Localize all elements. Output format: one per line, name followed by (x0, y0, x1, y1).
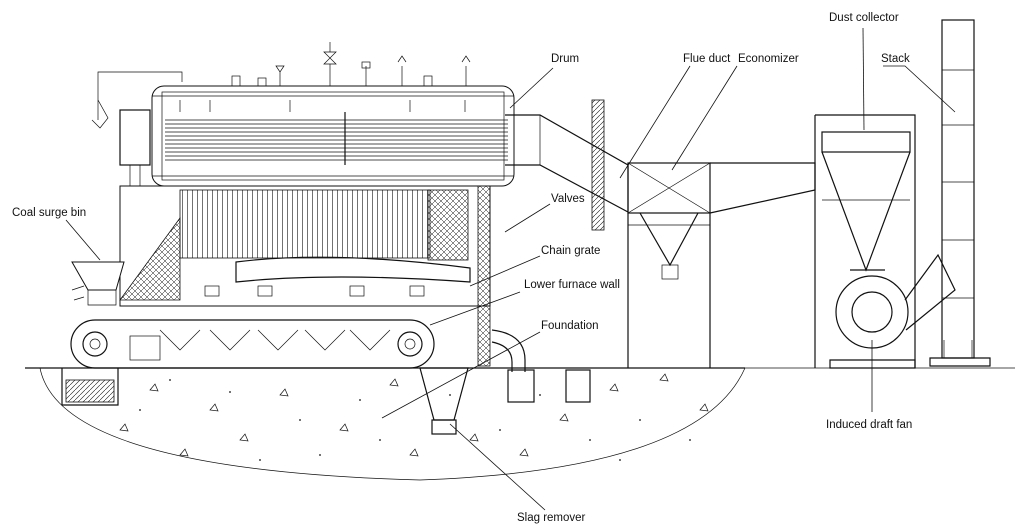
foundation-blocks (491, 329, 591, 403)
furnace (119, 185, 491, 367)
front-pit (61, 368, 119, 406)
label-foundation: Foundation (541, 320, 599, 332)
label-flue-duct: Flue duct (683, 53, 731, 65)
label-chain-grate: Chain grate (541, 245, 600, 257)
economizer-unit (627, 162, 816, 368)
label-induced-draft-fan: Induced draft fan (826, 419, 912, 431)
chain-grate (70, 319, 435, 369)
label-lower-furnace-wall: Lower furnace wall (524, 279, 620, 291)
slag-remover (419, 367, 469, 435)
boiler-drum (151, 42, 515, 187)
induced-draft-fan-unit (829, 253, 956, 369)
labels: Drum Flue duct Economizer Dust collector… (12, 12, 912, 524)
flue-duct (505, 99, 629, 231)
label-valves: Valves (551, 193, 585, 205)
label-slag-remover: Slag remover (517, 512, 586, 524)
dust-collector-unit (814, 114, 916, 368)
label-stack: Stack (881, 53, 910, 65)
label-coal-surge-bin: Coal surge bin (12, 207, 86, 219)
label-economizer: Economizer (738, 53, 799, 65)
stack-unit (929, 19, 991, 367)
leader-lines (65, 27, 956, 511)
label-drum: Drum (551, 53, 579, 65)
label-dust-collector: Dust collector (829, 12, 899, 24)
coal-surge-bin (71, 261, 125, 306)
